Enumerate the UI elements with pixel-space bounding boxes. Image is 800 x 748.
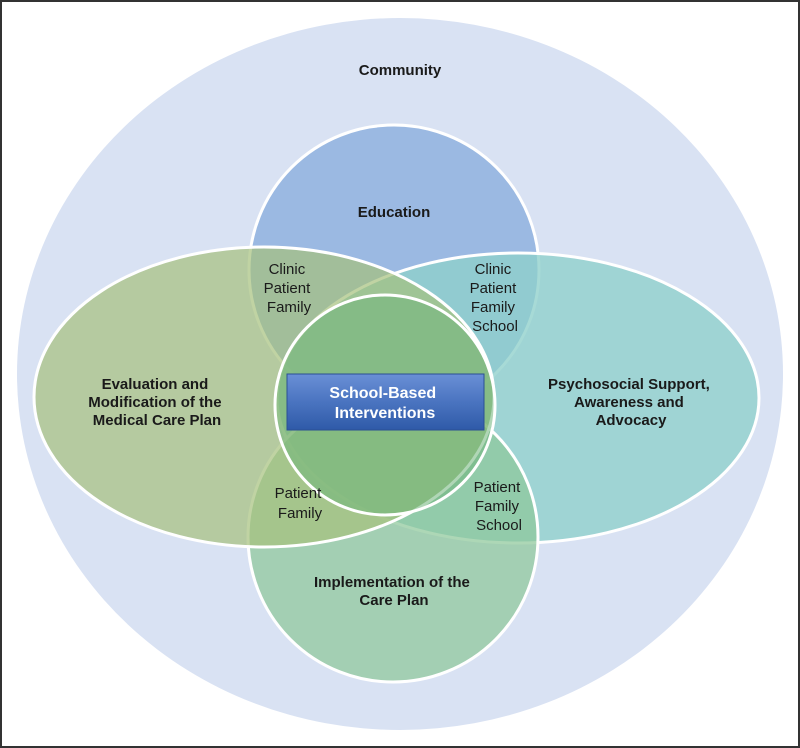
psychosocial-label: Psychosocial Support, Awareness and Advo…: [548, 376, 714, 429]
psychosocial-line-1: Psychosocial Support,: [548, 376, 710, 393]
community-label: Community: [359, 62, 442, 79]
implementation-line-2: Care Plan: [359, 592, 428, 609]
overlap-education-evaluation: Clinic Patient Family: [264, 261, 315, 316]
education-label: Education: [358, 204, 431, 221]
overlap-ei-line-1: Patient: [275, 485, 323, 502]
overlap-ee-line-1: Clinic: [269, 261, 306, 278]
overlap-ee-line-3: Family: [267, 299, 312, 316]
overlap-ep-line-1: Clinic: [475, 261, 512, 278]
overlap-pi-line-2: Family: [475, 498, 520, 515]
overlap-ep-line-3: Family: [471, 299, 516, 316]
overlap-ee-line-2: Patient: [264, 280, 312, 297]
overlap-pi-line-1: Patient: [474, 479, 522, 496]
center-line-2: Interventions: [335, 405, 436, 422]
evaluation-line-2: Modification of the: [88, 394, 221, 411]
evaluation-line-3: Medical Care Plan: [93, 412, 221, 429]
psychosocial-line-2: Awareness and: [574, 394, 684, 411]
overlap-ep-line-2: Patient: [470, 280, 518, 297]
implementation-label: Implementation of the Care Plan: [314, 574, 474, 609]
evaluation-label: Evaluation and Modification of the Medic…: [88, 376, 226, 429]
psychosocial-line-3: Advocacy: [596, 412, 668, 429]
implementation-line-1: Implementation of the: [314, 574, 470, 591]
overlap-education-psychosocial: Clinic Patient Family School: [470, 261, 521, 335]
overlap-ei-line-2: Family: [278, 505, 323, 522]
overlap-ep-line-4: School: [472, 318, 518, 335]
overlap-psychosocial-implementation: Patient Family School: [474, 479, 525, 534]
overlap-evaluation-implementation: Patient Family: [275, 485, 326, 522]
overlap-pi-line-3: School: [476, 517, 522, 534]
center-label: School-Based Interventions: [329, 385, 440, 422]
center-line-1: School-Based: [329, 385, 436, 402]
center-box: [286, 373, 485, 431]
evaluation-line-1: Evaluation and: [102, 376, 209, 393]
